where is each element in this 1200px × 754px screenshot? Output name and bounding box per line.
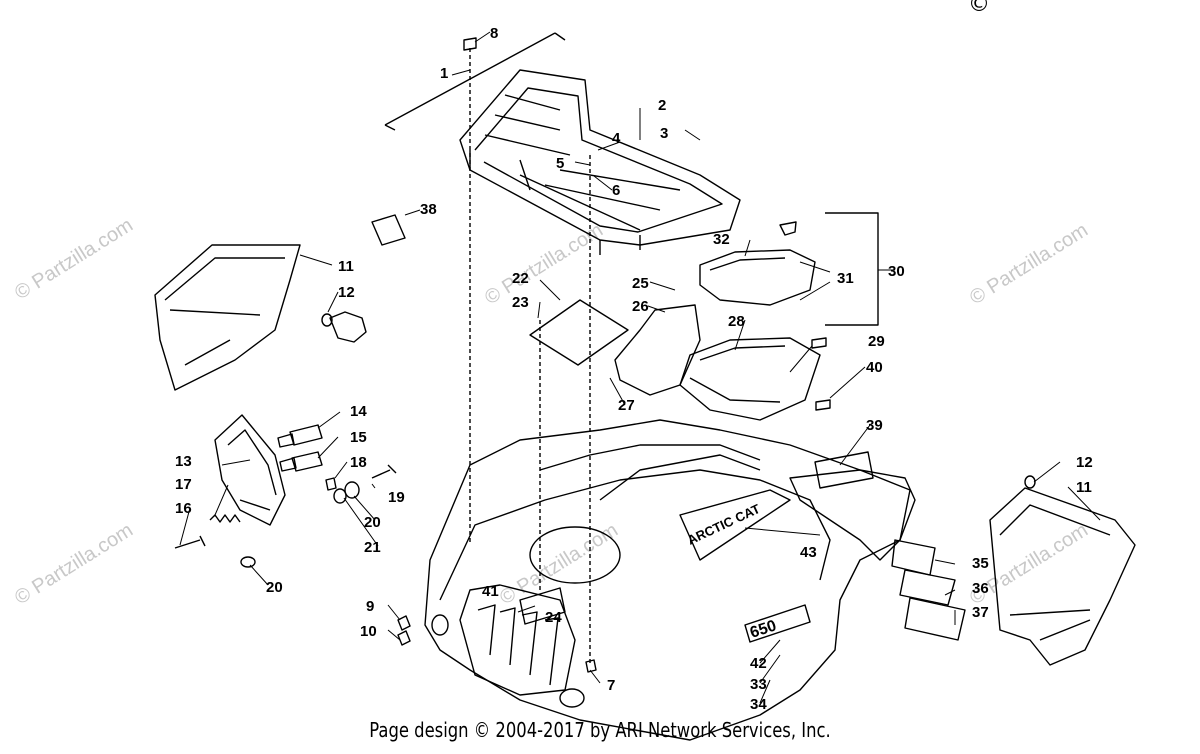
callout-42: 42 [750, 655, 767, 672]
watermark: © Partzilla.com [11, 214, 137, 304]
callout-1: 1 [440, 65, 448, 82]
brand-decal-text: ARCTIC CAT [685, 501, 763, 548]
watermarks: © Partzilla.com © Partzilla.com © Partzi… [11, 214, 1092, 609]
callout-30: 30 [888, 263, 905, 280]
callout-29: 29 [868, 333, 885, 350]
dashed-leaders [469, 48, 591, 665]
callout-41: 41 [482, 583, 499, 600]
left-side-panel [154, 244, 301, 391]
callout-20: 20 [364, 514, 381, 531]
bulb-14 [277, 424, 323, 448]
callout-33: 33 [750, 676, 767, 693]
callout-35: 35 [972, 555, 989, 572]
callout-13: 13 [175, 453, 192, 470]
callout-3: 3 [660, 125, 668, 142]
callout-34: 34 [750, 696, 767, 713]
rear-rack [459, 69, 741, 255]
callout-38: 38 [420, 201, 437, 218]
brand-decal-43 [679, 489, 791, 561]
washer-12-left [321, 313, 333, 327]
watermark: © Partzilla.com [11, 519, 137, 609]
decal-39 [814, 451, 874, 489]
washer-20 [344, 481, 360, 499]
nut-18 [325, 477, 337, 491]
callout-40: 40 [866, 359, 883, 376]
callout-12-left: 12 [338, 284, 355, 301]
bolt-19 [371, 464, 397, 479]
callout-12-right: 12 [1076, 454, 1093, 471]
bulb-15 [279, 451, 323, 472]
decal-35 [891, 539, 936, 576]
callout-31: 31 [837, 270, 854, 287]
leader-lines [179, 31, 1101, 704]
front-fender [424, 419, 911, 741]
decal-37 [904, 597, 966, 641]
callout-4: 4 [612, 130, 621, 147]
callout-11-left: 11 [338, 258, 354, 275]
callout-27: 27 [618, 397, 635, 414]
clip-8 [463, 37, 477, 51]
callout-32: 32 [713, 231, 730, 248]
washer-20-lower [240, 556, 256, 568]
watermark: © Partzilla.com [481, 219, 607, 309]
callout-22: 22 [512, 270, 529, 287]
clip-40 [815, 399, 831, 411]
callout-21: 21 [364, 539, 381, 556]
copyright-mark: © [968, 0, 990, 17]
callout-23: 23 [512, 294, 529, 311]
callout-2: 2 [658, 97, 666, 114]
callout-8: 8 [490, 25, 498, 42]
right-side-panel [989, 487, 1136, 666]
bolts-9-10 [397, 615, 411, 646]
callout-15: 15 [350, 429, 367, 446]
callout-18: 18 [350, 454, 367, 471]
callout-36: 36 [972, 580, 989, 597]
callout-14: 14 [350, 403, 367, 420]
footer-credit: Page design © 2004-2017 by ARI Network S… [369, 718, 831, 742]
callout-5: 5 [556, 155, 564, 172]
callout-43: 43 [800, 544, 817, 561]
callout-19: 19 [388, 489, 405, 506]
fastener-12-left [329, 311, 367, 343]
callout-16: 16 [175, 500, 192, 517]
callout-7: 7 [607, 677, 615, 694]
decal-36 [899, 569, 956, 606]
panel-26 [614, 304, 701, 396]
callout-9: 9 [366, 598, 374, 615]
callout-28: 28 [728, 313, 745, 330]
bushing-21 [333, 488, 347, 504]
callout-25: 25 [632, 275, 649, 292]
bracket-30 [825, 212, 879, 326]
decal-41 [519, 587, 566, 625]
clip-29 [811, 337, 827, 349]
callout-11-right: 11 [1076, 479, 1092, 496]
decal-38 [371, 214, 406, 246]
storage-lid [699, 221, 816, 306]
callout-17: 17 [175, 476, 192, 493]
model-decal-text: 650 [748, 617, 779, 641]
nut-7 [585, 659, 597, 673]
callout-10: 10 [360, 623, 377, 640]
model-decal [744, 604, 811, 643]
spring-17 [209, 514, 241, 523]
right-fender [789, 469, 916, 561]
callout-20-lower: 20 [266, 579, 283, 596]
callout-24: 24 [545, 609, 562, 626]
washer-12-right [1024, 475, 1036, 489]
callout-6: 6 [612, 182, 620, 199]
watermark: © Partzilla.com [966, 219, 1092, 309]
headlight-assembly [214, 414, 286, 526]
plate-22 [529, 299, 629, 366]
callouts: 1 2 3 4 5 6 7 8 9 10 11 11 12 12 13 14 1… [175, 25, 1093, 713]
callout-26: 26 [632, 298, 649, 315]
callout-39: 39 [866, 417, 883, 434]
storage-box [679, 337, 821, 421]
screw-16 [174, 535, 206, 549]
callout-37: 37 [972, 604, 989, 621]
